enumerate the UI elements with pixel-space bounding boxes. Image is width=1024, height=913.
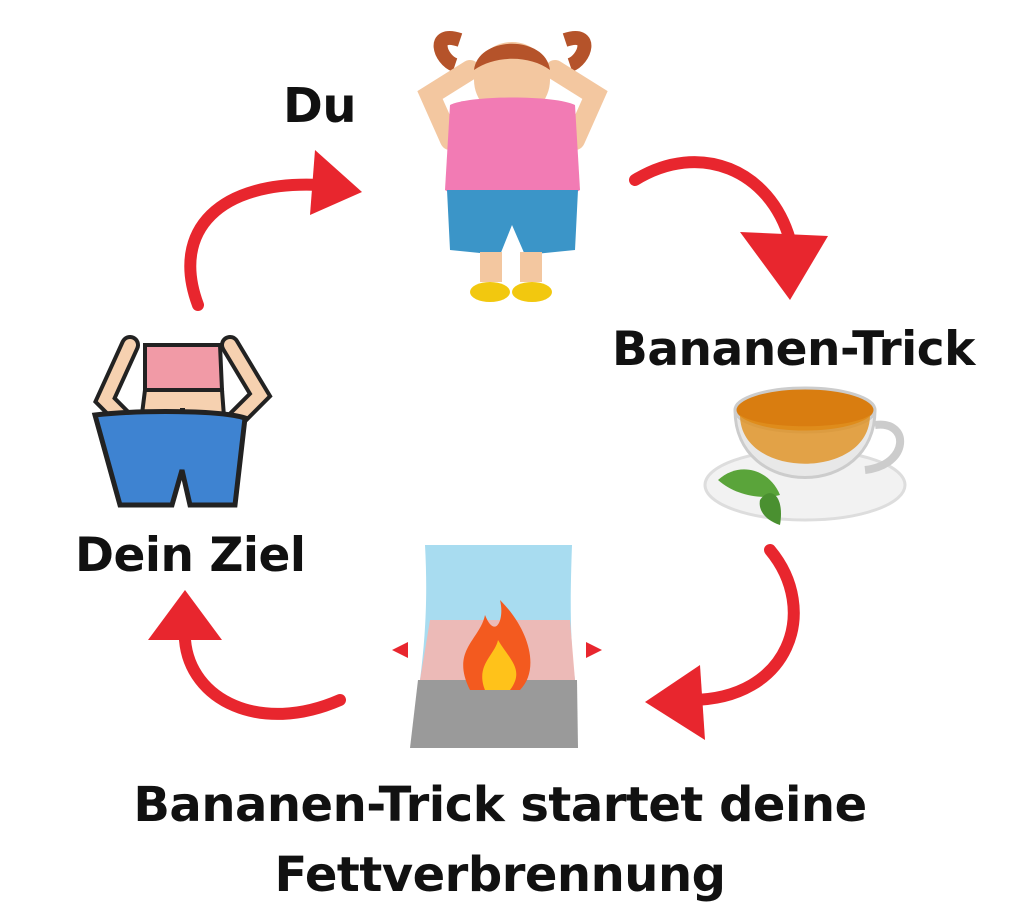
- arrow-fire-to-goal: [148, 590, 346, 720]
- slim-waist-illustration: [91, 335, 273, 508]
- label-fat-burning: Bananen-Trick startet deine Fettverbrenn…: [0, 770, 1000, 910]
- label-you: Du: [283, 78, 357, 134]
- arrow-trick-to-fire: [645, 544, 800, 740]
- torso-fat-burning-illustration: [392, 545, 602, 748]
- tea-cup-illustration: [703, 386, 907, 525]
- overweight-woman-illustration: [417, 31, 608, 302]
- label-banana-trick: Bananen-Trick: [612, 322, 975, 377]
- label-fat-burning-line1: Bananen-Trick startet deine: [133, 777, 867, 833]
- label-goal: Dein Ziel: [75, 528, 306, 583]
- arrow-goal-to-you: [184, 150, 362, 311]
- label-fat-burning-line2: Fettverbrennung: [274, 847, 726, 903]
- arrow-you-to-trick: [629, 156, 828, 300]
